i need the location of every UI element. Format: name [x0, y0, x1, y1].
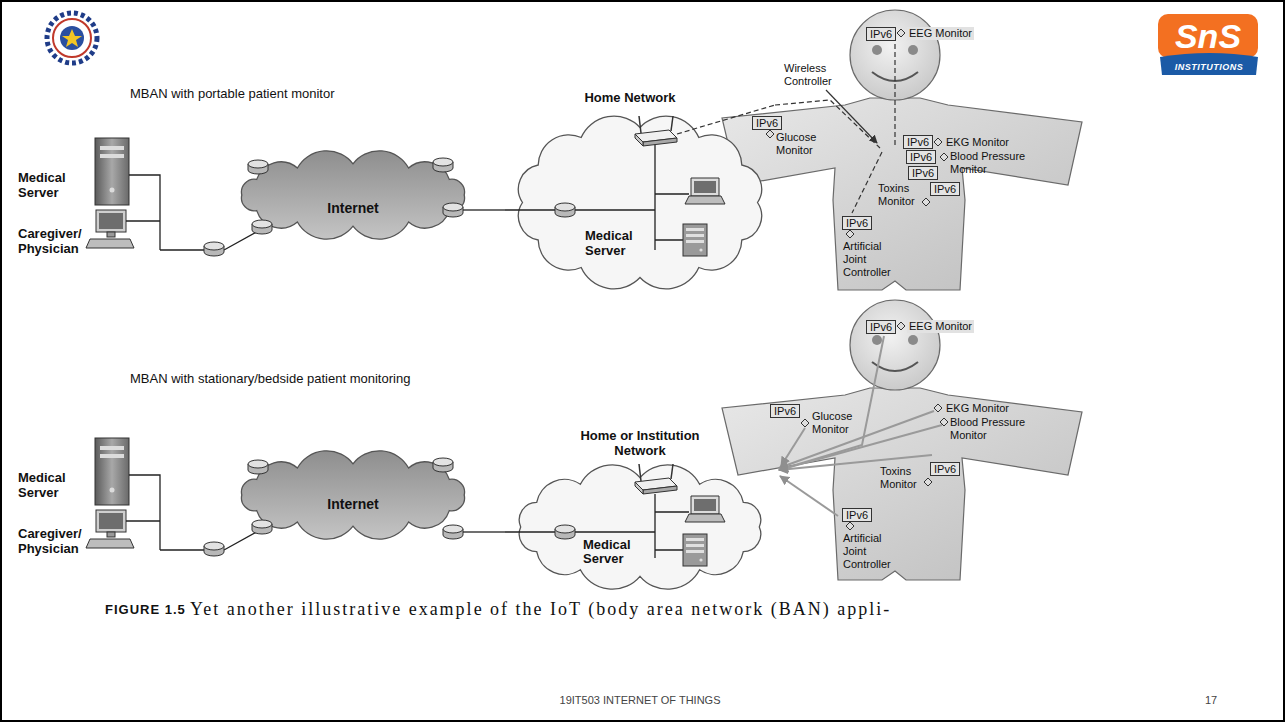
cloud-shape: [518, 116, 761, 289]
tag-text: IPv6: [912, 167, 934, 179]
router-icons: [228, 450, 478, 540]
cloud-shape: [241, 451, 464, 539]
ipv6-tag: IPv6: [866, 320, 896, 334]
tag-text: IPv6: [756, 117, 778, 129]
sensor-label: Toxins Monitor: [880, 465, 928, 491]
ipv6-tag: IPv6: [930, 182, 960, 196]
logo-text: INSTITUTIONS: [1162, 61, 1256, 73]
body-figure: [722, 10, 1082, 290]
college-emblem: [47, 13, 97, 63]
network-link: [478, 209, 505, 210]
sensor-label: Artificial Joint Controller: [843, 532, 897, 571]
sensor-label: EEG Monitor: [907, 320, 974, 333]
sensor-label: Blood Pressure Monitor: [950, 416, 1032, 442]
sensor-label: EKG Monitor: [946, 402, 1009, 415]
home-network-devices: [505, 110, 775, 295]
tag-text: IPv6: [774, 405, 796, 417]
ipv6-tag: IPv6: [866, 27, 896, 41]
device-label: Medical Server: [18, 170, 78, 200]
tag-text: IPv6: [870, 28, 892, 40]
cloud-label: Internet: [228, 200, 478, 217]
ipv6-tag: IPv6: [930, 462, 960, 476]
cloud-shape: [241, 151, 464, 239]
tag-text: IPv6: [907, 136, 929, 148]
panel-title: MBAN with stationary/bedside patient mon…: [130, 371, 410, 386]
server-and-computer: [86, 438, 262, 556]
ipv6-tag: IPv6: [752, 116, 782, 130]
figure-number: FIGURE 1.5: [105, 602, 186, 617]
network-heading: Home Network: [565, 90, 695, 105]
ipv6-tag: IPv6: [842, 216, 872, 230]
network-cloud: Home or Institution NetworkMedical Serve…: [505, 462, 775, 592]
sensor-label: Blood Pressure Monitor: [950, 150, 1032, 176]
logo-text: SnS: [1158, 14, 1258, 58]
ipv6-tag: IPv6: [903, 135, 933, 149]
sensor-label: EKG Monitor: [946, 136, 1009, 149]
network-cloud: Home NetworkMedical Server: [505, 110, 775, 295]
figure-caption: Yet another illustrative example of the …: [190, 599, 891, 620]
institution-logo: [1158, 14, 1258, 75]
ipv6-tag: IPv6: [770, 404, 800, 418]
network-cloud: Internet: [228, 150, 478, 240]
ipv6-tag: IPv6: [908, 166, 938, 180]
network-cloud: Internet: [228, 450, 478, 540]
cloud-label: Internet: [228, 496, 478, 513]
sensor-arrows: [779, 336, 942, 516]
network-link: [478, 531, 505, 532]
sensor-label: EEG Monitor: [907, 27, 974, 40]
sensor-label: Wireless Controller: [784, 62, 846, 88]
panel-title: MBAN with portable patient monitor: [130, 86, 334, 101]
footer-text: 19IT503 INTERNET OF THINGS: [440, 694, 840, 707]
sensor-label: Artificial Joint Controller: [843, 240, 897, 279]
home-network-devices: [505, 462, 775, 592]
device-label: Medical Server: [585, 228, 645, 258]
tag-text: IPv6: [934, 463, 956, 475]
sensor-diamonds: [766, 29, 948, 530]
tag-text: IPv6: [846, 509, 868, 521]
wireless-links: [775, 44, 895, 213]
device-label: Medical Server: [18, 470, 78, 500]
device-label: Caregiver/ Physician: [18, 526, 92, 556]
tag-text: IPv6: [910, 151, 932, 163]
router-icons: [228, 150, 478, 240]
server-and-computer: [86, 138, 262, 256]
device-label: Caregiver/ Physician: [18, 226, 92, 256]
ipv6-tag: IPv6: [842, 508, 872, 522]
device-label: Medical Server: [583, 538, 643, 566]
tag-text: IPv6: [934, 183, 956, 195]
sensor-label: Glucose Monitor: [812, 410, 862, 436]
cloud-shape: [519, 465, 761, 589]
sensor-label: Glucose Monitor: [776, 131, 826, 157]
pointer-arrow: [826, 90, 877, 143]
tag-text: IPv6: [846, 217, 868, 229]
body-figure: [722, 300, 1082, 580]
page-number: 17: [1205, 694, 1217, 707]
network-heading: Home or Institution Network: [570, 428, 710, 458]
ipv6-tag: IPv6: [906, 150, 936, 164]
tag-text: IPv6: [870, 321, 892, 333]
sensor-label: Toxins Monitor: [878, 182, 926, 208]
